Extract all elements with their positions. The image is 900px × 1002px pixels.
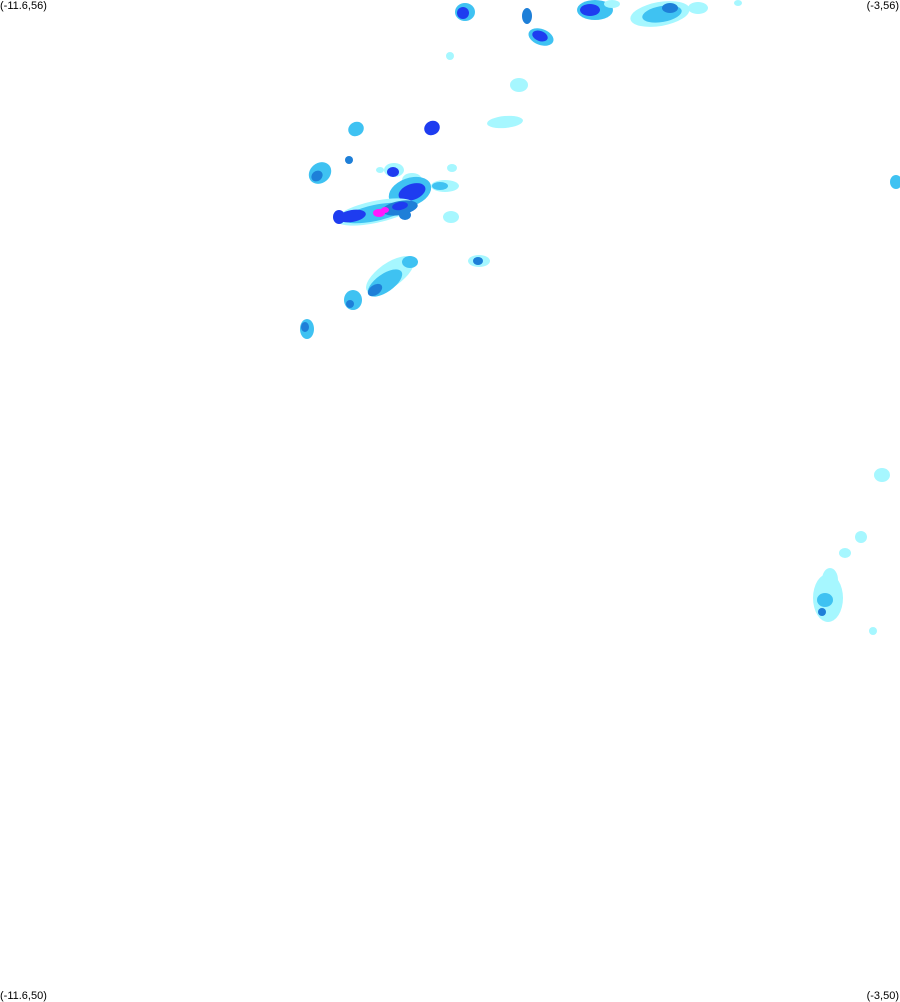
precip-cell-light	[447, 164, 457, 172]
precip-cell-light	[874, 468, 890, 482]
precip-cell-high	[457, 7, 469, 19]
precip-cell-light	[487, 115, 523, 129]
precip-cell-moderate	[818, 608, 826, 616]
coordinate-label-bottom-right: (-3,50)	[866, 990, 899, 1002]
precip-cell-light	[869, 627, 877, 635]
precip-cell-very-high	[381, 207, 389, 213]
precip-cell-moderate	[346, 300, 354, 308]
coordinate-label-top-left: (-11.6,56)	[0, 0, 47, 12]
precip-cell-high	[398, 183, 426, 201]
precip-cell-light	[734, 0, 742, 6]
precip-cell-high	[392, 201, 408, 211]
precip-cell-high	[424, 120, 440, 136]
precip-cell-moderate	[311, 170, 323, 182]
precip-cell-low	[817, 593, 833, 607]
precip-cell-moderate	[367, 283, 383, 297]
precip-cell-light	[604, 0, 620, 8]
precip-cell-high	[333, 210, 345, 224]
precip-cell-light	[688, 2, 708, 14]
precip-cell-light	[376, 167, 384, 173]
precip-cell-low	[402, 256, 418, 268]
precip-cell-light	[443, 211, 459, 223]
coordinate-label-bottom-left: (-11.6,50)	[0, 990, 47, 1002]
precip-cell-moderate	[301, 322, 309, 332]
precip-cell-light	[839, 548, 851, 558]
precipitation-layer	[300, 0, 900, 635]
precip-cell-moderate	[399, 210, 411, 220]
precip-cell-high	[387, 167, 399, 177]
precip-cell-moderate	[345, 156, 353, 164]
precip-cell-moderate	[662, 3, 678, 13]
precip-cell-high	[532, 30, 548, 42]
precip-cell-high	[338, 209, 366, 223]
precip-cell-low	[348, 121, 364, 137]
coordinate-label-top-right: (-3,56)	[866, 0, 899, 12]
precip-cell-light	[855, 531, 867, 543]
precip-cell-low	[432, 182, 448, 190]
precip-cell-high	[580, 4, 600, 16]
precip-cell-light	[446, 52, 454, 60]
precip-cell-moderate	[522, 8, 532, 24]
precip-cell-low	[344, 290, 362, 310]
precip-cell-light	[510, 78, 528, 92]
precip-cell-moderate	[473, 257, 483, 265]
precip-cell-low	[890, 175, 900, 189]
